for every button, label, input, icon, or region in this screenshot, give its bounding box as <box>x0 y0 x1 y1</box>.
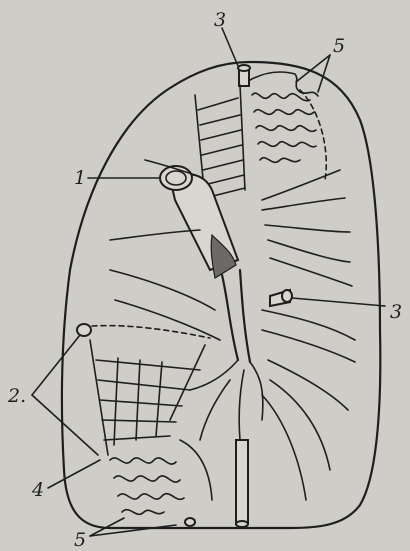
lobule-outline <box>62 62 380 528</box>
central-branches <box>190 360 263 440</box>
label-pleura: 4 <box>31 479 44 501</box>
top-vessel <box>238 65 250 86</box>
label-top-alveoli: 5 <box>333 35 345 57</box>
bottom-vessels <box>185 440 248 527</box>
label-right-vessel: 3 <box>390 301 402 323</box>
upper-alveoli <box>250 72 326 180</box>
lower-alveoli <box>110 440 212 514</box>
label-left-branches: 2. <box>7 385 26 407</box>
label-top-vessel: 3 <box>214 9 226 31</box>
main-trunk <box>222 270 250 362</box>
main-artery <box>160 166 238 278</box>
right-branches <box>262 170 355 500</box>
leader-lines <box>32 28 385 536</box>
label-main-artery: 1 <box>74 167 86 189</box>
right-vessel <box>270 290 292 306</box>
label-bottom-alveoli: 5 <box>74 529 86 551</box>
